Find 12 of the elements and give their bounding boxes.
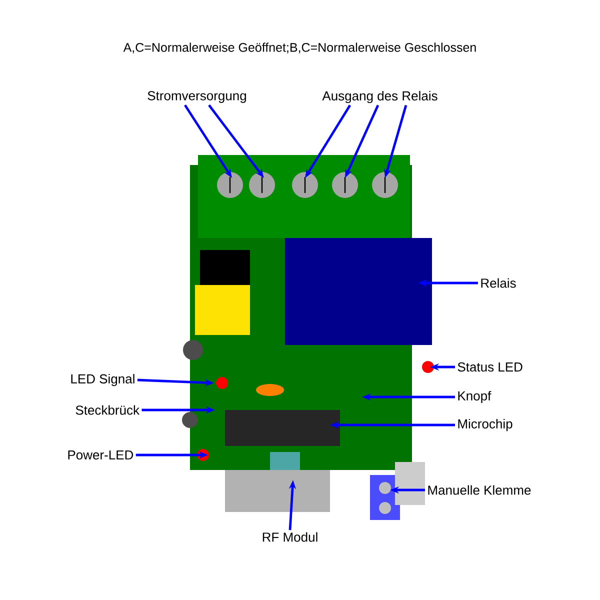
part-label: Knopf — [458, 390, 492, 404]
part-label: Stromversorgung — [148, 91, 246, 103]
part-label: Manuelle Klemme — [428, 485, 531, 495]
part-label: LED Signal — [71, 374, 134, 386]
part-label: RF Modul — [262, 532, 318, 542]
part-label: Status LED — [458, 362, 522, 372]
part-label: Steckbrück — [76, 405, 140, 415]
part-label: Ausgang des Relais — [322, 90, 438, 104]
part-label: Microchip — [458, 418, 512, 432]
title: A,C=Normalerweise Geöffnet;B,C=Normalerweise Geschlossen — [123, 42, 476, 54]
part-label: Power-LED — [68, 450, 134, 460]
part-label: Relais — [481, 278, 516, 288]
